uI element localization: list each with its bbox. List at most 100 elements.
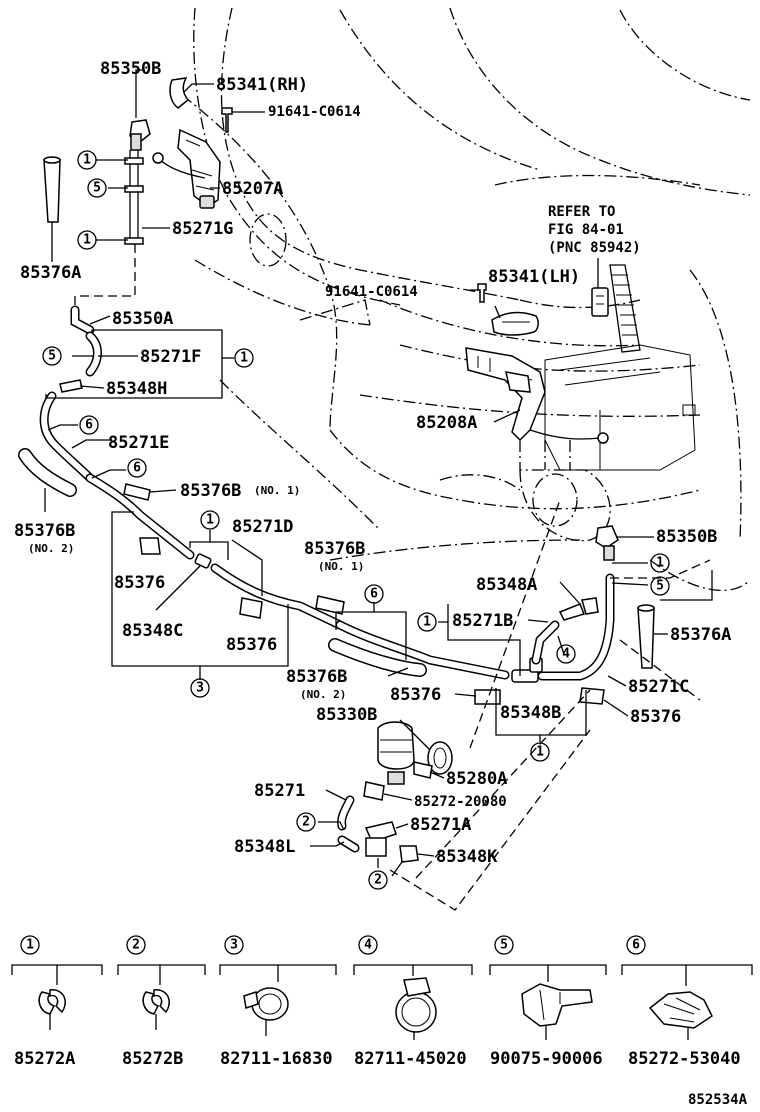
label-85271d: 85271D — [232, 517, 293, 537]
svg-text:5: 5 — [656, 579, 664, 594]
label-85271f: 85271F — [140, 347, 201, 367]
callout-5: 5 — [42, 346, 62, 366]
label-85376a-right: 85376A — [670, 625, 731, 645]
svg-text:3: 3 — [230, 938, 238, 953]
svg-text:5: 5 — [500, 938, 508, 953]
svg-text:2: 2 — [132, 938, 140, 953]
label-91641-mid: 91641-C0614 — [325, 284, 418, 300]
callout-1: 1 — [200, 510, 220, 530]
label-85348k: 85348K — [436, 847, 498, 867]
callout-6: 6 — [79, 415, 99, 435]
svg-text:6: 6 — [85, 418, 93, 433]
part-labels: 85350B 85341(RH) 91641-C0614 85207A 8527… — [14, 59, 731, 867]
label-85376-a: 85376 — [114, 573, 165, 593]
callout-1: 1 — [77, 230, 97, 250]
label-85272-20080: 85272-20080 — [414, 794, 507, 810]
label-85348a: 85348A — [476, 575, 537, 595]
label-85348l: 85348L — [234, 837, 295, 857]
svg-text:1: 1 — [240, 351, 248, 366]
label-85376-d: 85376 — [630, 707, 681, 727]
callout-2: 2 — [296, 812, 316, 832]
label-85271c: 85271C — [628, 677, 689, 697]
label-85271b: 85271B — [452, 611, 513, 631]
svg-text:2: 2 — [374, 873, 382, 888]
legend-item-2: 2 85272B — [117, 935, 206, 1069]
callout-5: 5 — [650, 576, 670, 596]
callout-6: 6 — [127, 458, 147, 478]
legend-part-85272-53040: 85272-53040 — [628, 1049, 741, 1069]
headlamp-cleaner-rh-group — [43, 77, 233, 245]
label-refer-pnc: (PNC 85942) — [548, 240, 641, 256]
svg-text:1: 1 — [656, 556, 664, 571]
dashed-connections — [389, 499, 711, 911]
label-refer-fig: FIG 84-01 — [548, 222, 624, 238]
svg-text:3: 3 — [196, 681, 204, 696]
label-no1-top: (NO. 1) — [254, 484, 300, 497]
svg-text:6: 6 — [133, 461, 141, 476]
washer-pump-group — [337, 721, 453, 863]
svg-text:5: 5 — [93, 181, 101, 196]
label-85348c: 85348C — [122, 621, 183, 641]
label-85271e: 85271E — [108, 433, 169, 453]
callout-1: 1 — [650, 553, 670, 573]
label-85376a-left: 85376A — [20, 263, 81, 283]
label-85350a: 85350A — [112, 309, 173, 329]
callout-3: 3 — [190, 678, 210, 698]
svg-text:4: 4 — [562, 647, 570, 662]
headlamp-cleaner-lh-group — [465, 283, 609, 444]
clamp-legend: 1 85272A 2 85272B 3 — [11, 935, 753, 1069]
label-85350b-top: 85350B — [100, 59, 161, 79]
label-no1-mid: (NO. 1) — [318, 560, 364, 573]
callout-5: 5 — [87, 178, 107, 198]
legend-part-85272a: 85272A — [14, 1049, 75, 1069]
leader-lines — [44, 69, 713, 877]
callout-markers: 1 5 1 5 1 6 6 1 3 6 1 4 1 5 1 2 2 — [42, 150, 670, 890]
label-no2-left: (NO. 2) — [28, 542, 74, 555]
label-85376-b: 85376 — [226, 635, 277, 655]
figure-reference-code: 852534A — [688, 1092, 748, 1108]
label-85271: 85271 — [254, 781, 305, 801]
legend-item-1: 1 85272A — [11, 935, 103, 1069]
label-85341-rh: 85341(RH) — [216, 75, 308, 95]
label-85271g: 85271G — [172, 219, 233, 239]
label-85208a: 85208A — [416, 413, 477, 433]
washer-tank — [544, 264, 696, 471]
svg-text:6: 6 — [632, 938, 640, 953]
callout-6: 6 — [364, 584, 384, 604]
hose-routing — [18, 305, 655, 705]
label-85341-lh: 85341(LH) — [488, 267, 580, 287]
callout-1: 1 — [530, 742, 550, 762]
callout-2: 2 — [368, 870, 388, 890]
svg-text:6: 6 — [370, 587, 378, 602]
svg-text:1: 1 — [536, 745, 544, 760]
callout-1: 1 — [234, 348, 254, 368]
label-no2-mid: (NO. 2) — [300, 688, 346, 701]
label-85207a: 85207A — [222, 179, 283, 199]
svg-text:2: 2 — [302, 815, 310, 830]
svg-text:4: 4 — [364, 938, 372, 953]
label-91641-top: 91641-C0614 — [268, 104, 361, 120]
label-85376b-no2-left: 85376B — [14, 521, 75, 541]
svg-text:1: 1 — [83, 153, 91, 168]
label-85280a: 85280A — [446, 769, 507, 789]
svg-text:1: 1 — [26, 938, 34, 953]
label-refer-to: REFER TO — [548, 204, 615, 220]
label-85376b-no1-top: 85376B — [180, 481, 241, 501]
label-85271a: 85271A — [410, 815, 471, 835]
legend-part-85272b: 85272B — [122, 1049, 183, 1069]
legend-item-4: 4 82711-45020 — [353, 935, 473, 1069]
label-85350b-right: 85350B — [656, 527, 717, 547]
label-85376b-no1-mid: 85376B — [304, 539, 365, 559]
legend-item-5: 5 90075-90006 — [489, 935, 607, 1069]
legend-part-82711-45020: 82711-45020 — [354, 1049, 467, 1069]
label-85376b-no2-mid: 85376B — [286, 667, 347, 687]
label-85348h: 85348H — [106, 379, 167, 399]
svg-text:1: 1 — [206, 513, 214, 528]
legend-item-3: 3 82711-16830 — [219, 935, 337, 1069]
svg-text:1: 1 — [423, 615, 431, 630]
svg-text:1: 1 — [83, 233, 91, 248]
label-85376-c: 85376 — [390, 685, 441, 705]
label-85330b: 85330B — [316, 705, 377, 725]
vehicle-body-outline — [181, 7, 751, 592]
